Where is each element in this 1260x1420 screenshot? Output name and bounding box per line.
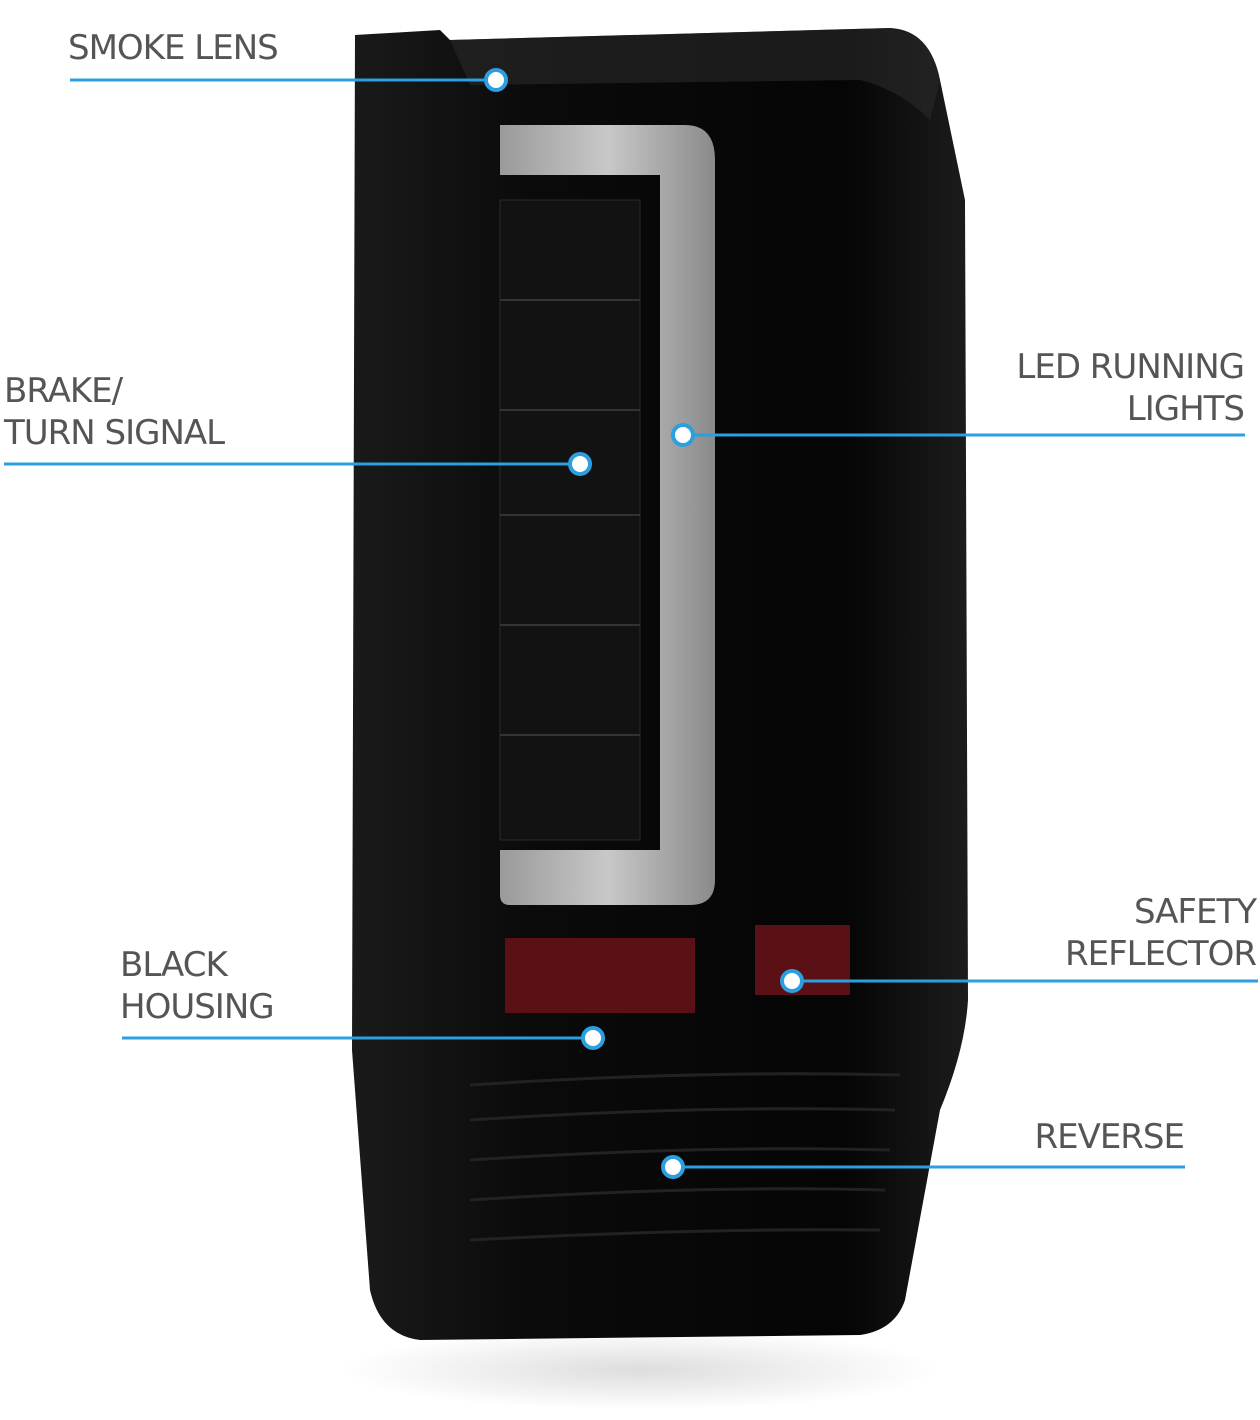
safety-reflector-dot bbox=[780, 969, 804, 993]
label-reverse: REVERSE bbox=[1034, 1116, 1185, 1158]
callout-lines bbox=[4, 78, 1258, 1169]
label-line: REFLECTOR bbox=[1065, 934, 1257, 974]
label-line: LED RUNNING bbox=[1016, 347, 1245, 387]
label-line: BLACK bbox=[120, 945, 228, 985]
label-line: LIGHTS bbox=[1126, 389, 1245, 429]
brake-turn-dot bbox=[568, 452, 592, 476]
label-line: HOUSING bbox=[120, 987, 275, 1027]
led-running-dot bbox=[671, 423, 695, 447]
smoke-lens-dot bbox=[484, 68, 508, 92]
label-line: REVERSE bbox=[1034, 1117, 1185, 1157]
label-smoke-lens: SMOKE LENS bbox=[68, 27, 279, 69]
label-line: BRAKE/ bbox=[4, 371, 123, 411]
label-line: TURN SIGNAL bbox=[4, 413, 225, 453]
label-brake-turn-signal: BRAKE/TURN SIGNAL bbox=[4, 370, 225, 454]
reflection bbox=[340, 1330, 940, 1410]
housing bbox=[352, 28, 968, 1340]
led-light-bar bbox=[500, 125, 715, 905]
label-line: SAFETY bbox=[1133, 892, 1257, 932]
black-housing-dot bbox=[581, 1026, 605, 1050]
label-line: SMOKE LENS bbox=[68, 28, 279, 68]
reflector-left bbox=[505, 938, 695, 1013]
reverse-dot bbox=[661, 1155, 685, 1179]
